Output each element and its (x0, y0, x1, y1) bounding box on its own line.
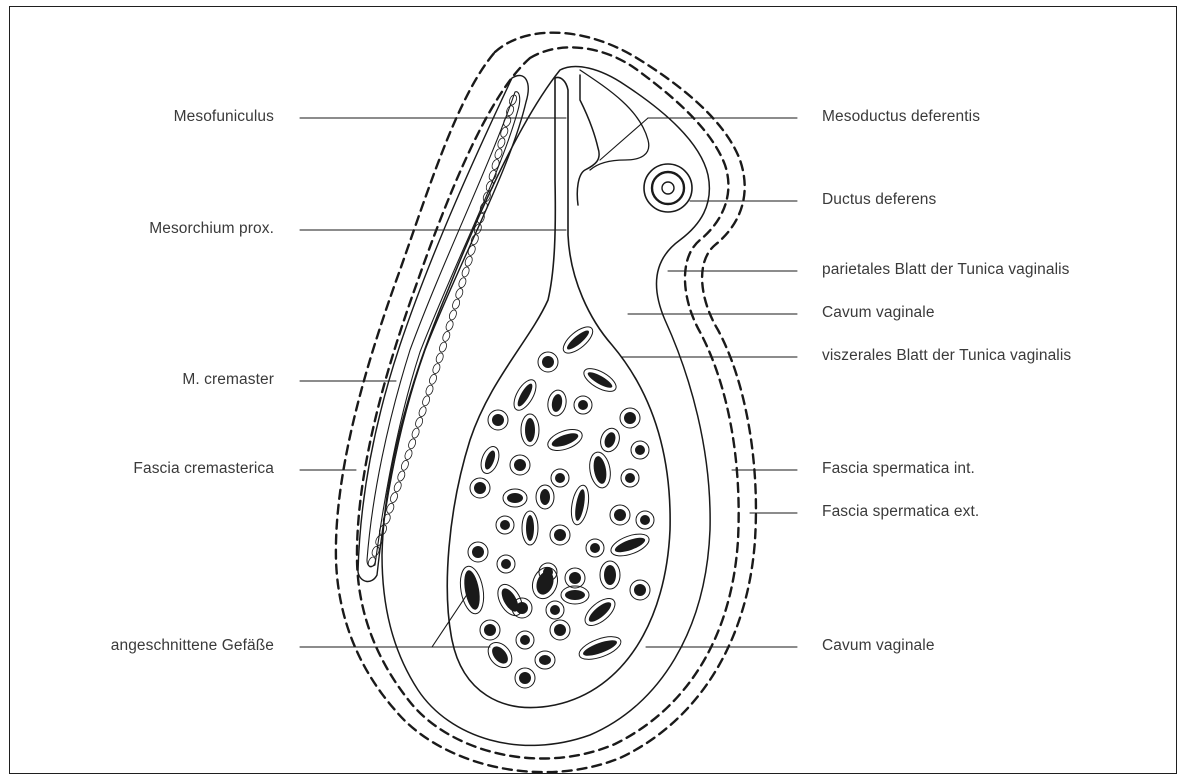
vessel-lumen (550, 605, 560, 615)
ductus-deferens-lumen (662, 182, 674, 194)
cremaster-cell (404, 449, 414, 461)
label-m-cremaster: M. cremaster (182, 371, 274, 389)
vessel-lumen (635, 445, 645, 455)
vessel-lumen (515, 382, 535, 409)
label-fascia-spermatica-ext: Fascia spermatica ext. (822, 503, 979, 521)
ductus-deferens-wall (652, 172, 684, 204)
cremaster-cell (461, 266, 471, 278)
vessel-lumen (520, 635, 530, 645)
vessel-lumen (590, 543, 600, 553)
label-mesorchium-prox: Mesorchium prox. (149, 220, 274, 238)
label-cavum-vaginale-lower: Cavum vaginale (822, 637, 935, 655)
cremaster-cell (393, 481, 403, 493)
m-cremaster-strip (367, 92, 520, 567)
cremaster-cell (499, 126, 509, 138)
vessel-lumen (540, 489, 550, 505)
label-fascia-spermatica-int: Fascia spermatica int. (822, 460, 975, 478)
vessel-lumen (551, 393, 564, 412)
cremaster-cell (411, 427, 421, 439)
cremaster-cell (389, 491, 399, 503)
label-parietales-blatt: parietales Blatt der Tunica vaginalis (822, 261, 1070, 279)
vessel-lumen (555, 473, 565, 483)
vessel-lumen (565, 328, 592, 352)
vessel-lumen (569, 572, 581, 584)
vessel-lumen (603, 431, 618, 449)
vessel-lumen (514, 459, 526, 471)
cremaster-cell (414, 416, 424, 428)
cremaster-cell (407, 438, 417, 450)
cremaster-cell (508, 94, 518, 106)
vessel-lumen (472, 546, 484, 558)
vessel-lumen (500, 520, 510, 530)
cremaster-cell (441, 330, 451, 342)
cremaster-cell (435, 352, 445, 364)
cremaster-cell (431, 363, 441, 375)
cremaster-cell (428, 373, 438, 385)
vessel-lumen (586, 370, 614, 391)
vessel-lumen (489, 643, 511, 666)
leader-mesoductus-deferentis (600, 118, 648, 160)
vessel-lumen (554, 529, 566, 541)
vessel-lumen (501, 559, 511, 569)
cremaster-cell (438, 341, 448, 353)
label-cavum-vaginale-upper: Cavum vaginale (822, 304, 935, 322)
cremaster-cell (425, 384, 435, 396)
vessel-lumen (581, 637, 618, 659)
cremaster-cell (467, 244, 477, 256)
cremaster-cell (421, 395, 431, 407)
vessel-lumen (516, 602, 528, 614)
vessel-lumen (604, 565, 616, 585)
cremaster-cell (496, 137, 506, 149)
label-angeschnittene-gefaesse: angeschnittene Gefäße (111, 637, 274, 655)
vessel-lumen (624, 412, 636, 424)
cremaster-cell (451, 298, 461, 310)
vessel-lumen (519, 672, 531, 684)
cremaster-cell (454, 287, 464, 299)
vessel-lumen (640, 515, 650, 525)
cremaster-cell (445, 320, 455, 332)
vessel-lumen (542, 356, 554, 368)
label-fascia-cremasterica: Fascia cremasterica (133, 460, 274, 478)
label-mesoductus-deferentis: Mesoductus deferentis (822, 108, 980, 126)
label-ductus-deferens: Ductus deferens (822, 191, 936, 209)
vessel-lumen (554, 624, 566, 636)
cremaster-cell (448, 309, 458, 321)
mesoductus-fold-inner (580, 70, 649, 170)
vessel-lumen (484, 624, 496, 636)
vessel-lumen (614, 509, 626, 521)
vessel-lumen (578, 400, 588, 410)
vessel-lumen (634, 584, 646, 596)
vessel-lumen (550, 431, 580, 450)
vessel-lumen (492, 414, 504, 426)
vessel-lumen (539, 655, 551, 665)
vessel-lumen (565, 590, 585, 600)
cremaster-cell (396, 470, 406, 482)
cremaster-cell (457, 277, 467, 289)
vessel-lumen (526, 515, 534, 541)
vessel-lumen (507, 493, 523, 503)
vessel-lumen (525, 418, 535, 442)
cremaster-cell (418, 406, 428, 418)
vessel-lumen (625, 473, 635, 483)
mesoductus-fold (577, 75, 599, 205)
cremaster-cell (400, 459, 410, 471)
parietales-blatt-outline (382, 66, 710, 745)
cremaster-cell (491, 158, 501, 170)
vessel-lumen (613, 535, 646, 555)
label-viszerales-blatt: viszerales Blatt der Tunica vaginalis (822, 347, 1071, 365)
vessel-lumen (592, 455, 609, 485)
cremaster-cell (502, 115, 512, 127)
vessel-lumen (586, 599, 614, 625)
label-mesofuniculus: Mesofuniculus (174, 108, 274, 126)
vessel-lumen (474, 482, 486, 494)
